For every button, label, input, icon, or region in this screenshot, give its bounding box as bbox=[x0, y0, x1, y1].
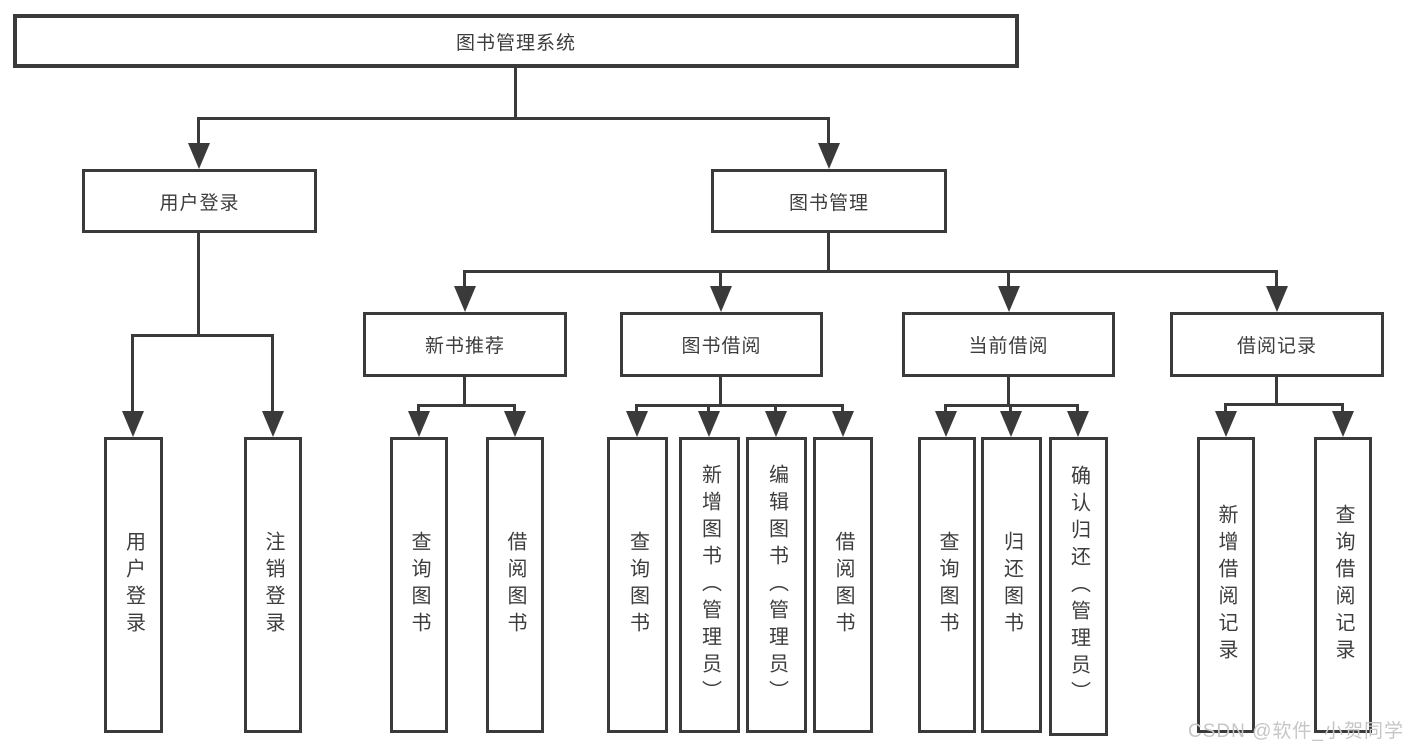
arrow-down-icon bbox=[710, 286, 732, 312]
leaf-add-book-admin: 新增图书（管理员） bbox=[679, 437, 740, 733]
leaf-logout-label: 注销登录 bbox=[262, 531, 284, 639]
connector-line bbox=[271, 334, 274, 414]
arrow-down-icon bbox=[1215, 411, 1237, 437]
leaf-query-borrow-record-label: 查询借阅记录 bbox=[1332, 504, 1354, 666]
node-book-borrow-label: 图书借阅 bbox=[681, 336, 762, 357]
arrow-down-icon bbox=[1332, 411, 1354, 437]
node-borrow-records: 借阅记录 bbox=[1170, 312, 1384, 377]
connector-line bbox=[197, 233, 200, 336]
connector-line bbox=[1275, 377, 1278, 405]
node-current-borrow: 当前借阅 bbox=[902, 312, 1115, 377]
leaf-query-book-borrow-label: 查询图书 bbox=[626, 531, 649, 639]
connector-line bbox=[841, 404, 844, 414]
leaf-borrow-book-borrow-label: 借阅图书 bbox=[832, 531, 854, 639]
connector-line bbox=[417, 404, 420, 414]
connector-line bbox=[774, 404, 777, 414]
connector-line bbox=[1224, 403, 1227, 414]
node-current-borrow-label: 当前借阅 bbox=[968, 336, 1049, 357]
arrow-down-icon bbox=[935, 411, 957, 437]
arrow-down-icon bbox=[998, 286, 1020, 312]
node-root: 图书管理系统 bbox=[13, 14, 1019, 68]
arrow-down-icon bbox=[408, 411, 430, 437]
connector-line bbox=[463, 270, 1278, 273]
leaf-logout: 注销登录 bbox=[244, 437, 302, 733]
leaf-return-book: 归还图书 bbox=[981, 437, 1042, 733]
connector-line bbox=[1009, 404, 1012, 414]
leaf-confirm-return-admin-label: 确认归还（管理员） bbox=[1067, 465, 1090, 708]
node-book-management-branch: 图书管理 bbox=[711, 169, 947, 233]
leaf-confirm-return-admin: 确认归还（管理员） bbox=[1049, 437, 1108, 736]
node-new-book-recommend-label: 新书推荐 bbox=[424, 336, 505, 357]
arrow-down-icon bbox=[262, 411, 284, 437]
leaf-user-login: 用户登录 bbox=[104, 437, 163, 733]
connector-line bbox=[131, 334, 134, 414]
connector-line bbox=[197, 117, 200, 146]
connector-line bbox=[827, 117, 830, 146]
connector-line bbox=[1275, 270, 1278, 289]
connector-line bbox=[1076, 404, 1079, 414]
node-root-label: 图书管理系统 bbox=[455, 32, 576, 54]
connector-line bbox=[719, 377, 722, 406]
leaf-query-book-current-label: 查询图书 bbox=[936, 531, 958, 639]
node-borrow-records-label: 借阅记录 bbox=[1236, 336, 1317, 357]
connector-line bbox=[635, 404, 844, 407]
leaf-edit-book-admin-label: 编辑图书（管理员） bbox=[765, 463, 788, 707]
node-user-login-branch-label: 用户登录 bbox=[159, 192, 240, 214]
connector-line bbox=[1007, 270, 1010, 289]
leaf-query-book-recommend: 查询图书 bbox=[390, 437, 448, 733]
node-user-login-branch: 用户登录 bbox=[82, 169, 317, 233]
connector-line bbox=[1341, 403, 1344, 414]
leaf-query-borrow-record: 查询借阅记录 bbox=[1314, 437, 1372, 733]
arrow-down-icon bbox=[188, 143, 210, 169]
arrow-down-icon bbox=[818, 143, 840, 169]
node-new-book-recommend: 新书推荐 bbox=[363, 312, 567, 377]
leaf-add-borrow-record: 新增借阅记录 bbox=[1197, 437, 1255, 733]
watermark-text: CSDN @软件_小贺同学 bbox=[1188, 721, 1404, 742]
leaf-borrow-book-borrow: 借阅图书 bbox=[813, 437, 873, 733]
connector-line bbox=[635, 404, 638, 414]
arrow-down-icon bbox=[504, 411, 526, 437]
connector-line bbox=[1007, 377, 1010, 406]
arrow-down-icon bbox=[454, 286, 476, 312]
arrow-down-icon bbox=[1266, 286, 1288, 312]
connector-line bbox=[417, 404, 516, 407]
leaf-borrow-book-recommend-label: 借阅图书 bbox=[504, 531, 526, 639]
arrow-down-icon bbox=[1000, 411, 1022, 437]
arrow-down-icon bbox=[122, 411, 144, 437]
leaf-borrow-book-recommend: 借阅图书 bbox=[486, 437, 544, 733]
arrow-down-icon bbox=[1067, 411, 1089, 437]
connector-line bbox=[1224, 403, 1344, 406]
connector-line bbox=[513, 404, 516, 414]
arrow-down-icon bbox=[698, 411, 720, 437]
leaf-query-book-current: 查询图书 bbox=[918, 437, 976, 733]
leaf-query-book-borrow: 查询图书 bbox=[607, 437, 668, 733]
connector-line bbox=[719, 270, 722, 289]
connector-line bbox=[463, 270, 466, 289]
node-book-borrow: 图书借阅 bbox=[620, 312, 823, 377]
leaf-user-login-label: 用户登录 bbox=[122, 531, 145, 639]
arrow-down-icon bbox=[765, 411, 787, 437]
connector-line bbox=[827, 233, 830, 272]
leaf-add-book-admin-label: 新增图书（管理员） bbox=[698, 463, 721, 707]
connector-line bbox=[463, 377, 466, 406]
connector-line bbox=[131, 334, 274, 337]
connector-line bbox=[197, 117, 830, 120]
leaf-edit-book-admin: 编辑图书（管理员） bbox=[746, 437, 807, 733]
connector-line bbox=[944, 404, 947, 414]
leaf-add-borrow-record-label: 新增借阅记录 bbox=[1215, 504, 1237, 666]
connector-line bbox=[514, 68, 517, 118]
leaf-return-book-label: 归还图书 bbox=[1000, 531, 1023, 639]
arrow-down-icon bbox=[832, 411, 854, 437]
node-book-management-branch-label: 图书管理 bbox=[788, 192, 869, 214]
connector-line bbox=[707, 404, 710, 414]
leaf-query-book-recommend-label: 查询图书 bbox=[408, 531, 430, 639]
arrow-down-icon bbox=[626, 411, 648, 437]
